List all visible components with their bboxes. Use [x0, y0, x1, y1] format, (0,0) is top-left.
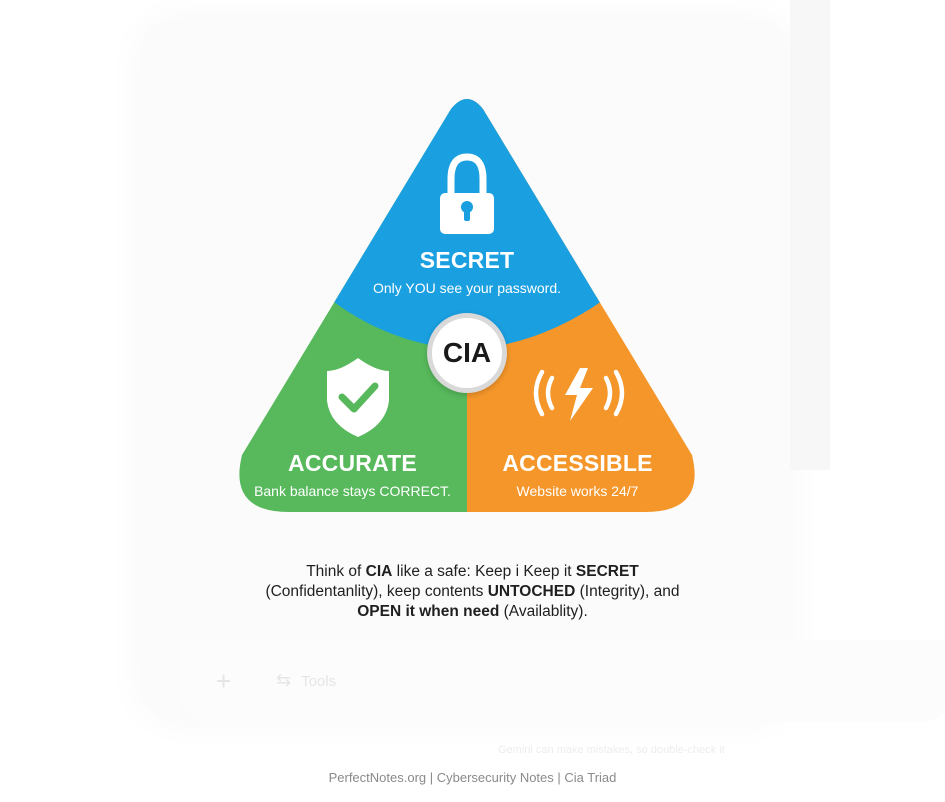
background-input-toolbar	[180, 640, 945, 722]
secret-text: SECRET Only YOU see your password.	[317, 247, 617, 296]
caption-text: Think of CIA like a safe: Keep i Keep it…	[200, 562, 745, 622]
cia-center-badge: CIA	[427, 313, 507, 393]
accurate-title: ACCURATE	[288, 450, 417, 476]
tools-icon: ⇆	[276, 670, 292, 690]
footer-credit: PerfectNotes.org | Cybersecurity Notes |…	[328, 770, 617, 785]
padlock-icon	[440, 153, 494, 234]
accurate-subtitle: Bank balance stays CORRECT.	[254, 483, 451, 499]
accessible-subtitle: Website works 24/7	[516, 483, 639, 499]
tools-button[interactable]: ⇆ Tools	[276, 670, 336, 691]
caption-part: (Confidentanlity), keep contents	[265, 583, 488, 600]
caption-emphasis: UNTOCHED	[487, 583, 576, 600]
caption-part: Think of	[306, 563, 366, 580]
cia-triad-diagram: SECRET Only YOU see your password. ACCUR…	[220, 95, 720, 525]
caption-part: like a safe: Keep i Keep it	[392, 563, 576, 580]
disclaimer-text: Gemini can make mistakes, so double-chec…	[498, 744, 725, 756]
caption-emphasis: SECRET	[575, 563, 639, 580]
tools-label: Tools	[301, 673, 337, 690]
shield-check-icon	[327, 358, 389, 437]
add-icon[interactable]: +	[216, 666, 232, 696]
lightning-signal-icon	[533, 368, 625, 421]
background-side-panel	[790, 0, 830, 470]
caption-emphasis: OPEN it when need	[357, 603, 500, 620]
secret-subtitle: Only YOU see your password.	[372, 280, 562, 296]
accurate-text: ACCURATE Bank balance stays CORRECT.	[240, 450, 465, 499]
secret-title: SECRET	[419, 247, 515, 273]
caption-part: (Integrity), and	[575, 583, 680, 600]
accessible-text: ACCESSIBLE Website works 24/7	[470, 450, 685, 499]
accessible-title: ACCESSIBLE	[502, 450, 653, 476]
caption-part: (Availablity).	[499, 603, 588, 620]
triangle-graphic	[239, 99, 695, 512]
caption-emphasis: CIA	[365, 563, 393, 580]
